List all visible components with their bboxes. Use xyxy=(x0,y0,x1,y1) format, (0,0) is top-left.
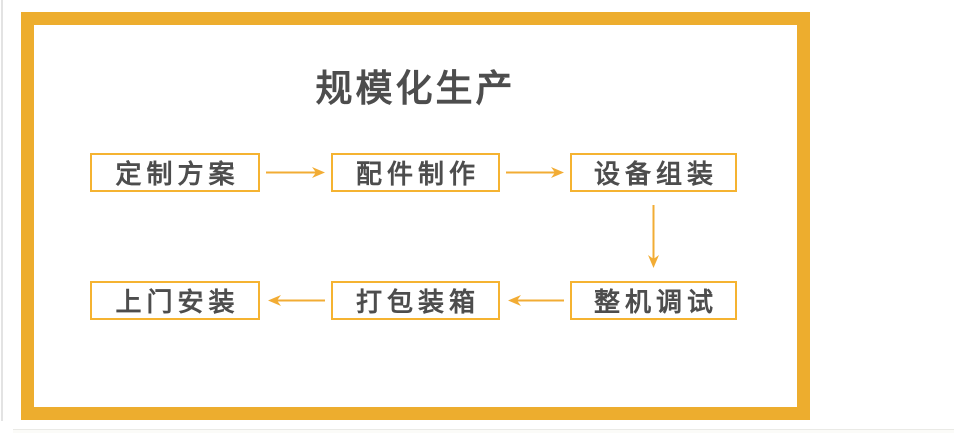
next-section-edge xyxy=(13,430,954,433)
flow-node-custom-plan: 定制方案 xyxy=(90,153,260,192)
panel-left-border xyxy=(1,0,3,421)
diagram-title: 规模化生产 xyxy=(315,68,516,109)
flow-node-packing: 打包装箱 xyxy=(331,281,500,320)
flow-node-machine-debugging: 整机调试 xyxy=(570,281,737,320)
flow-node-parts-making: 配件制作 xyxy=(331,153,500,192)
flow-node-equipment-assembly: 设备组装 xyxy=(570,153,737,192)
diagram-border-frame xyxy=(21,12,810,420)
flow-node-onsite-installation: 上门安装 xyxy=(90,281,260,320)
section-divider xyxy=(13,429,954,430)
